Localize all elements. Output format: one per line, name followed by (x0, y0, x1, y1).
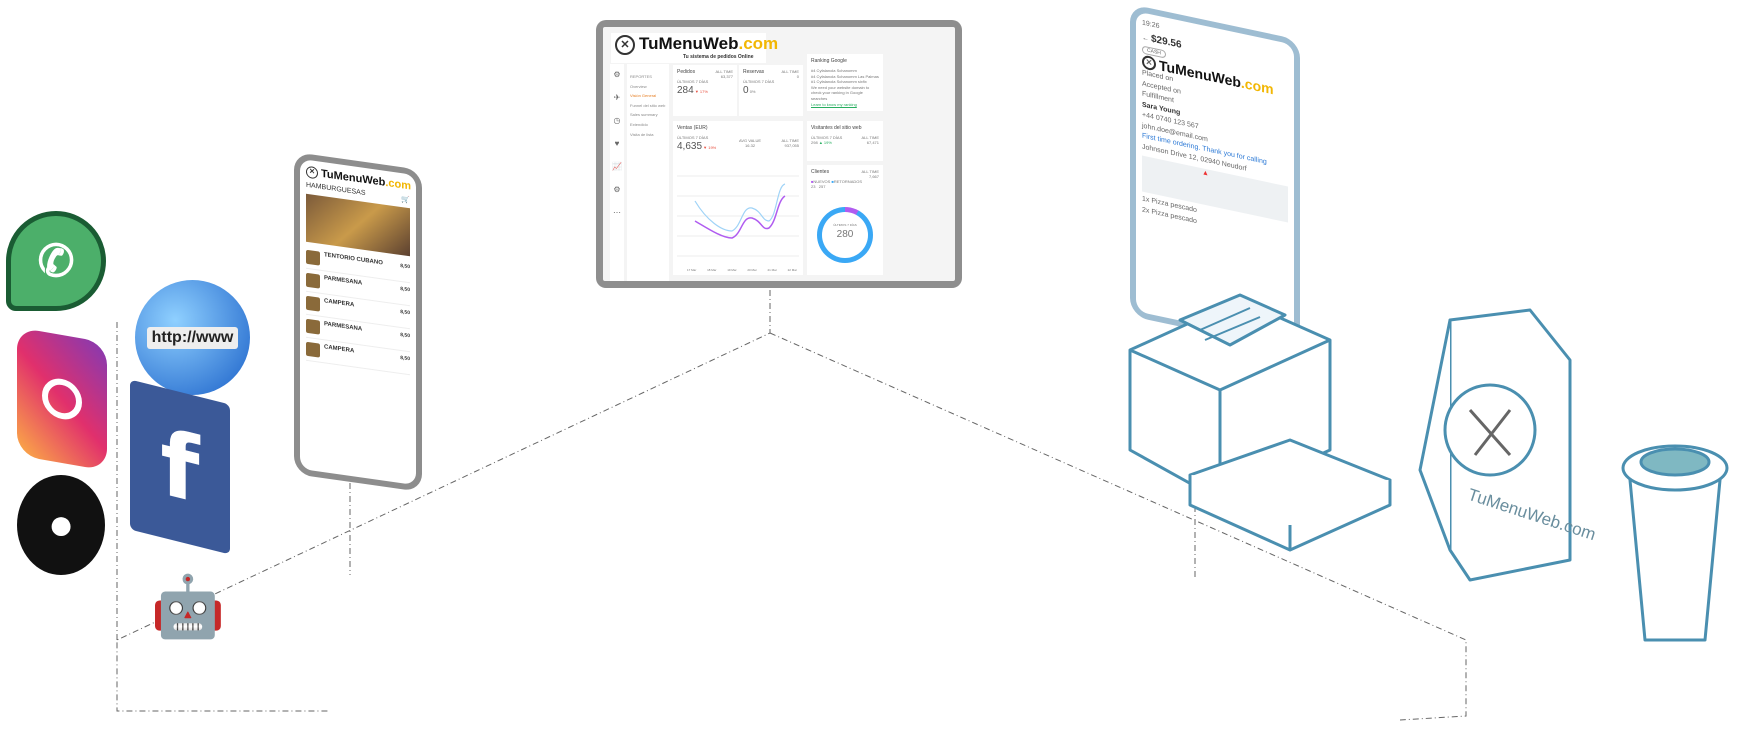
dish-thumbnail (306, 341, 320, 358)
heart-icon[interactable]: ♥ (614, 139, 620, 148)
brand-tagline: Tu sistema de pedidos Online (683, 54, 754, 60)
menu-item-vision-general[interactable]: Visión General (630, 93, 657, 99)
bag-icon (1418, 308, 1572, 582)
settings-icon[interactable]: ⚙ (613, 70, 621, 79)
gear-icon[interactable]: ⚙ (613, 185, 621, 194)
dish-name: PARMESANA (324, 321, 363, 333)
dish-price: 8,50 (400, 285, 410, 294)
menu-item-extendido[interactable]: Extendido (630, 121, 648, 127)
more-icon[interactable]: ⋯ (613, 208, 621, 217)
dish-thumbnail (306, 318, 320, 335)
x-tick-label: 20 Mar (747, 268, 757, 273)
icon-rail: ⚙ ✈ ◷ ♥ 📈 ⚙ ⋯ (610, 64, 624, 281)
dish-thumbnail (306, 249, 320, 266)
reports-menu: REPORTES Overview Visión General Funnel … (627, 64, 669, 281)
menu-section: REPORTES (630, 74, 652, 79)
dish-price: 8,50 (400, 331, 410, 340)
coffee-cup-icon (1621, 444, 1729, 642)
ventas-card: Ventas (EUR)ÚLTIMOS 7 DÍAS 4,635 ▼ 19% A… (673, 121, 803, 275)
dish-thumbnail (306, 272, 320, 289)
dish-name: CAMPERA (324, 344, 355, 355)
x-tick-label: 19 Mar (727, 268, 737, 273)
dish-price: 8,50 (400, 262, 410, 271)
cart-icon[interactable]: 🛒 (401, 196, 410, 205)
dish-price: 8,50 (400, 354, 410, 363)
brand-logo-icon: ✕ (615, 35, 635, 55)
x-tick-label: 21 Mar (767, 268, 777, 273)
menu-item-sales-summary[interactable]: Sales summary (630, 112, 658, 118)
series-line-current (694, 195, 786, 239)
clientes-card: Clientes ■NUEVOS ■RETORNADOS 23 257 ALL … (807, 165, 883, 275)
globe-web-icon: http://www (135, 280, 250, 395)
series-line-previous (694, 183, 786, 232)
dish-name: TENTORIO CUBANO (324, 252, 383, 267)
dish-name: PARMESANA (324, 275, 363, 287)
menu-item-overview[interactable]: Overview (630, 83, 647, 89)
chart-icon[interactable]: 📈 (612, 162, 622, 171)
whatsapp-icon: ✆ (6, 211, 106, 311)
dish-name: CAMPERA (324, 298, 355, 309)
brand-logo-icon: ✕ (306, 165, 318, 180)
x-tick-label: 22 Mar (787, 268, 797, 273)
x-tick-label: 17 Mar (687, 268, 697, 273)
menu-phone: ✕TuMenuWeb.com HAMBURGUESAS🛒 TENTORIO CU… (294, 152, 422, 492)
menu-item-visita-lista[interactable]: Visita de lista (630, 131, 654, 137)
delivery-illustration (1128, 293, 1729, 642)
food-box-icon (1188, 438, 1392, 552)
x-tick-label: 18 Mar (707, 268, 717, 273)
dish-price: 8,50 (400, 308, 410, 317)
sales-line-chart (677, 175, 799, 257)
dish-thumbnail (306, 295, 320, 312)
menu-item-funnel[interactable]: Funnel del sitio web (630, 102, 666, 108)
ranking-card: Ranking Google #4 Cyfalanola Schanomm#4 … (807, 54, 883, 112)
clock-icon[interactable]: ◷ (613, 116, 621, 125)
apple-icon: ● (17, 475, 105, 575)
back-arrow-icon[interactable]: ← (1142, 33, 1149, 43)
facebook-icon: f (130, 379, 230, 555)
ranking-link[interactable]: Learn to know my ranking (811, 101, 857, 107)
instagram-icon (17, 327, 107, 471)
rocket-icon[interactable]: ✈ (613, 93, 621, 102)
android-icon: 🤖 (150, 572, 226, 640)
